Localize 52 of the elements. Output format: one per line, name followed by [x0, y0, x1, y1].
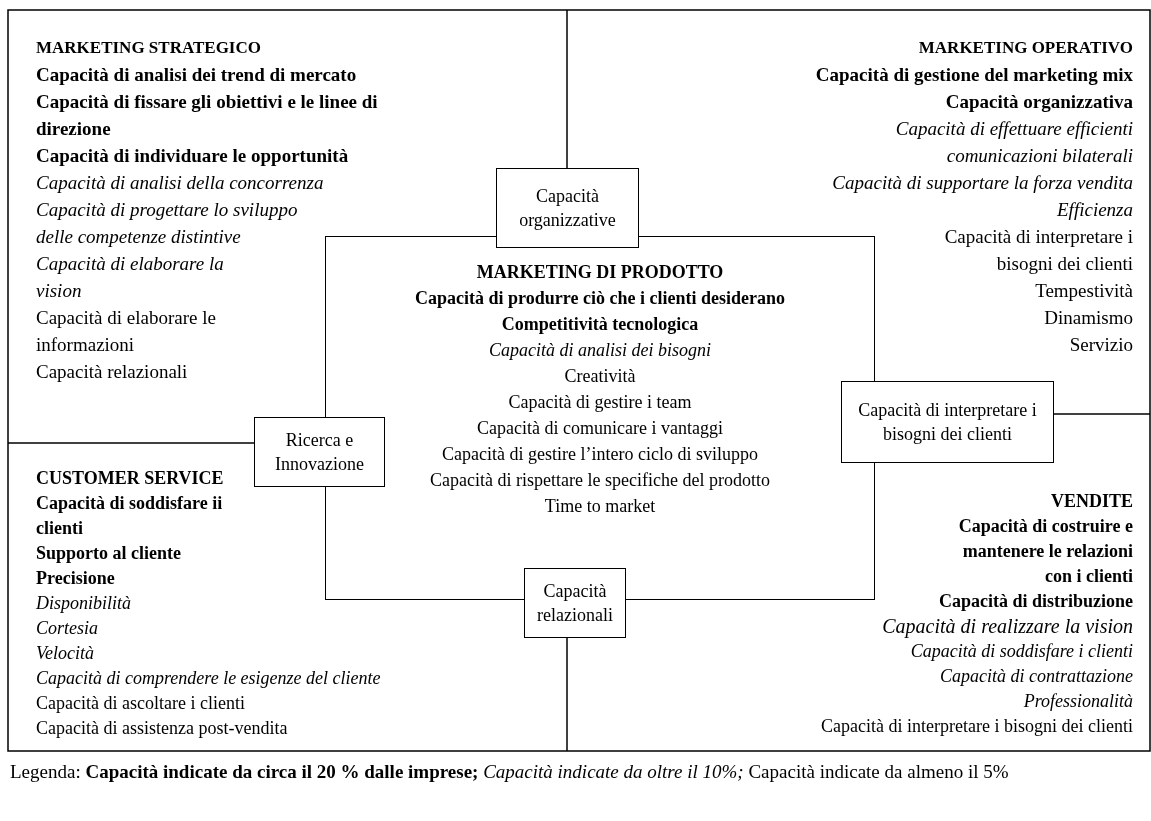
skill-item: Capacità di costruire e mantenere le relazioni con i clienti [957, 515, 1133, 588]
skill-item: Dinamismo [1044, 306, 1133, 330]
skill-item: Capacità di effettuare efficienti comunicazioni bilaterali [894, 117, 1133, 168]
skill-item: Capacità di gestire l’intero ciclo di sviluppo [442, 443, 758, 466]
skill-item: Capacità di fissare gli obiettivi e le linee di direzione [36, 90, 379, 141]
skill-item: Capacità di distribuzione [938, 590, 1133, 613]
skill-item: Capacità di rispettare le specifiche del prodotto [430, 469, 770, 492]
skill-item: Efficienza [1057, 198, 1133, 222]
skill-item: Capacità di contrattazione [940, 665, 1133, 688]
skill-item: Capacità di soddisfare i clienti [910, 640, 1133, 663]
skill-item: Capacità di interpretare i bisogni dei clienti [821, 715, 1133, 738]
section-heading: CUSTOMER SERVICE [36, 467, 224, 490]
skill-item: Servizio [1069, 333, 1133, 357]
skill-item: Competitività tecnologica [501, 313, 699, 336]
label-box: Capacità organizzative [496, 168, 639, 248]
legend-text: Legenda: Capacità indicate da circa il 20 % dalle imprese; Capacità indicate da oltre il 10%; Capacità indicate da almeno il 5% [10, 760, 1010, 784]
skill-item: Capacità di analisi della concorrenza [36, 171, 324, 195]
skill-item: Tempestività [1035, 279, 1133, 303]
skill-item: Time to market [544, 495, 656, 518]
skill-item: Capacità di analisi dei bisogni [489, 339, 711, 362]
skill-item: Capacità di assistenza post-vendita [36, 717, 288, 740]
section-heading: MARKETING STRATEGICO [36, 37, 261, 59]
skill-item: Capacità di ascoltare i clienti [36, 692, 245, 715]
skill-item: Supporto al cliente [36, 542, 181, 565]
skill-item: Capacità di progettare lo sviluppo delle competenze distintive [36, 198, 299, 249]
skill-item: Creatività [564, 365, 636, 388]
label-box: Capacità relazionali [524, 568, 626, 638]
skill-item: Capacità di soddisfare ii clienti [36, 492, 224, 540]
skill-item: Capacità di comprendere le esigenze del cliente [36, 667, 381, 690]
skill-item: Capacità di realizzare la vision [882, 614, 1133, 639]
skill-item: Velocità [36, 642, 94, 665]
skill-item: Disponibilità [36, 592, 131, 615]
label-box: Ricerca e Innovazione [254, 417, 385, 487]
skill-item: Capacità di supportare la forza vendita [832, 171, 1133, 195]
skill-item: Capacità di produrre ciò che i clienti desiderano [415, 287, 785, 310]
skill-item: Capacità di elaborare la vision [36, 252, 225, 303]
label-box: Capacità di interpretare i bisogni dei clienti [841, 381, 1054, 463]
section-heading: VENDITE [1050, 490, 1133, 513]
skill-item: Capacità di gestione del marketing mix [815, 63, 1133, 87]
skill-item: Professionalità [1023, 690, 1133, 713]
skill-item: Capacità di interpretare i bisogni dei clienti [943, 225, 1133, 276]
skill-item: Capacità relazionali [36, 360, 188, 384]
section-heading: MARKETING DI PRODOTTO [476, 261, 724, 284]
skill-item: Cortesia [36, 617, 98, 640]
section-heading: MARKETING OPERATIVO [918, 37, 1133, 59]
skill-item: Capacità di analisi dei trend di mercato [36, 63, 357, 87]
skill-item: Capacità di gestire i team [508, 391, 692, 414]
skill-item: Capacità di elaborare le informazioni [36, 306, 217, 357]
skill-item: Precisione [36, 567, 115, 590]
skill-item: Capacità di comunicare i vantaggi [477, 417, 723, 440]
skill-item: Capacità organizzativa [945, 90, 1133, 114]
skill-item: Capacità di individuare le opportunità [36, 144, 349, 168]
